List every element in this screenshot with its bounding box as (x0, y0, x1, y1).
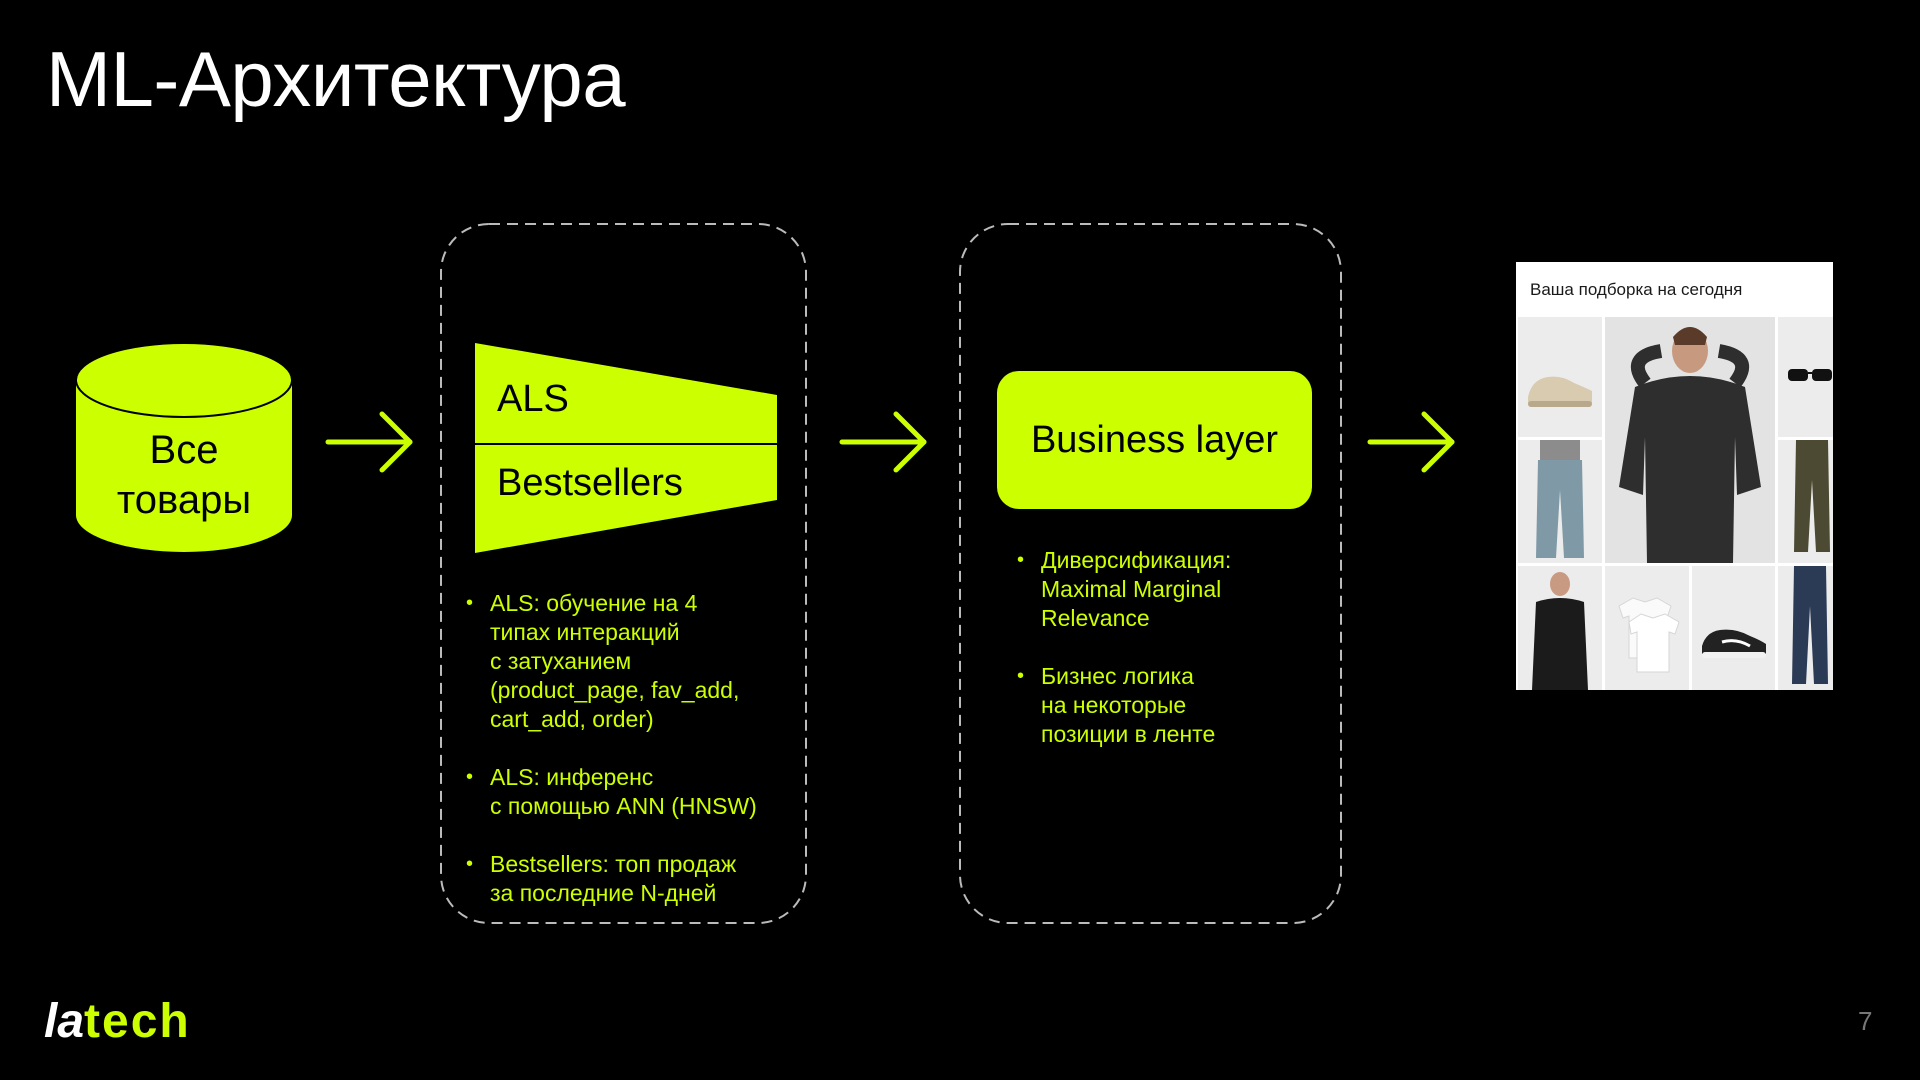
funnel-label-als: ALS (497, 378, 569, 420)
database-label-line2: товары (116, 478, 252, 522)
arrow-icon-1 (325, 411, 413, 473)
bullet-line: cart_add, order) (490, 706, 654, 732)
jacket-model-icon (1532, 572, 1588, 690)
bullet-line: Диверсификация: (1041, 547, 1232, 573)
bullet-line: позиции в ленте (1041, 721, 1216, 747)
product-tile-sunglasses (1778, 317, 1833, 437)
database-label: Все товары (76, 425, 292, 525)
product-tile-dark-jeans (1778, 566, 1833, 690)
business-bullet-list: Диверсификация: Maximal Marginal Relevan… (1017, 546, 1231, 778)
bullet-line: с помощью ANN (HNSW) (490, 793, 757, 819)
product-tile-sneakers (1518, 317, 1602, 437)
bullet-line: ALS: инференс (490, 764, 654, 790)
jeans-icon (1536, 440, 1584, 558)
candidate-stage-container (440, 223, 807, 924)
bullet-item: Bestsellers: топ продаж за последние N-д… (466, 850, 757, 908)
candidate-bullet-list: ALS: обучение на 4 типах интеракций с за… (466, 589, 757, 937)
arrow-icon-2 (839, 411, 927, 473)
page-title: ML-Архитектура (46, 35, 626, 123)
bullet-line: с затуханием (490, 648, 632, 674)
product-tile-tshirts (1605, 566, 1689, 690)
bullet-line: Maximal Marginal (1041, 576, 1222, 602)
product-tile-trousers (1778, 440, 1833, 563)
logo-tech: tech (84, 995, 191, 1048)
bullet-line: на некоторые (1041, 692, 1187, 718)
bullet-item: Диверсификация: Maximal Marginal Relevan… (1017, 546, 1231, 633)
bullet-item: ALS: инференс с помощью ANN (HNSW) (466, 763, 757, 821)
recommendation-card: Ваша подборка на сегодня (1516, 262, 1833, 690)
bullet-line: (product_page, fav_add, (490, 677, 740, 703)
company-logo: latech (44, 998, 191, 1046)
funnel-label-bestsellers: Bestsellers (497, 462, 683, 504)
running-shoes-icon (1702, 629, 1766, 658)
database-cylinder-icon (75, 342, 293, 552)
trousers-icon (1794, 440, 1830, 552)
page-number: 7 (1858, 1006, 1873, 1036)
bullet-line: Relevance (1041, 605, 1150, 631)
bullet-line: за последние N-дней (490, 880, 717, 906)
bullet-line: Bestsellers: топ продаж (490, 851, 737, 877)
tshirts-icon (1618, 597, 1680, 673)
hoodie-model-icon (1619, 327, 1761, 563)
arrow-icon-3 (1367, 411, 1455, 473)
dark-jeans-icon (1792, 566, 1828, 684)
product-tile-jacket (1518, 566, 1602, 690)
bullet-line: типах интеракций (490, 619, 680, 645)
candidate-funnel (475, 343, 777, 553)
product-tile-running-shoes (1692, 566, 1775, 690)
bullet-item: ALS: обучение на 4 типах интеракций с за… (466, 589, 757, 734)
product-tile-hoodie (1605, 317, 1775, 563)
business-stage-container (959, 223, 1342, 924)
bullet-item: Бизнес логика на некоторые позиции в лен… (1017, 662, 1231, 749)
business-layer-label: Business layer (1030, 418, 1279, 461)
product-tile-jeans (1518, 440, 1602, 563)
sneakers-icon (1528, 376, 1592, 407)
sunglasses-icon (1788, 369, 1832, 381)
bullet-line: Бизнес логика (1041, 663, 1194, 689)
logo-la: la (44, 995, 85, 1048)
database-label-line1: Все (149, 428, 219, 472)
recommendation-card-title: Ваша подборка на сегодня (1530, 280, 1743, 299)
business-layer-box: Business layer (997, 371, 1312, 509)
bullet-line: ALS: обучение на 4 (490, 590, 698, 616)
